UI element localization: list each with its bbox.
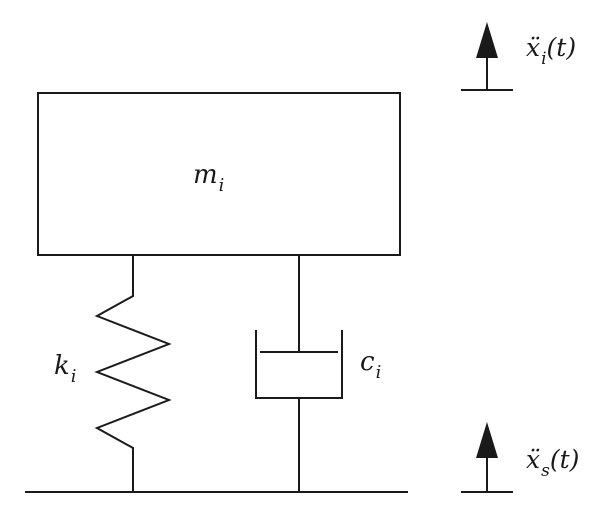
mass-label: mi bbox=[193, 160, 224, 196]
ground-acceleration-arrow-icon bbox=[461, 422, 513, 493]
damper bbox=[255, 255, 343, 492]
mass-label-base: m bbox=[193, 160, 218, 190]
mass-block bbox=[37, 92, 401, 256]
damping-label: ci bbox=[360, 347, 381, 383]
top-acceleration-arrow-icon bbox=[461, 22, 513, 91]
damping-label-base: c bbox=[360, 347, 375, 377]
spring bbox=[94, 255, 172, 492]
damping-label-sub: i bbox=[376, 363, 382, 383]
top-acceleration-label: ẍi(t) bbox=[526, 33, 576, 69]
stiffness-label-base: k bbox=[54, 351, 70, 381]
stiffness-label: ki bbox=[54, 351, 76, 387]
mass-label-sub: i bbox=[219, 176, 225, 196]
stiffness-label-sub: i bbox=[71, 367, 77, 387]
ground-acceleration-label: ẍs(t) bbox=[526, 445, 579, 481]
